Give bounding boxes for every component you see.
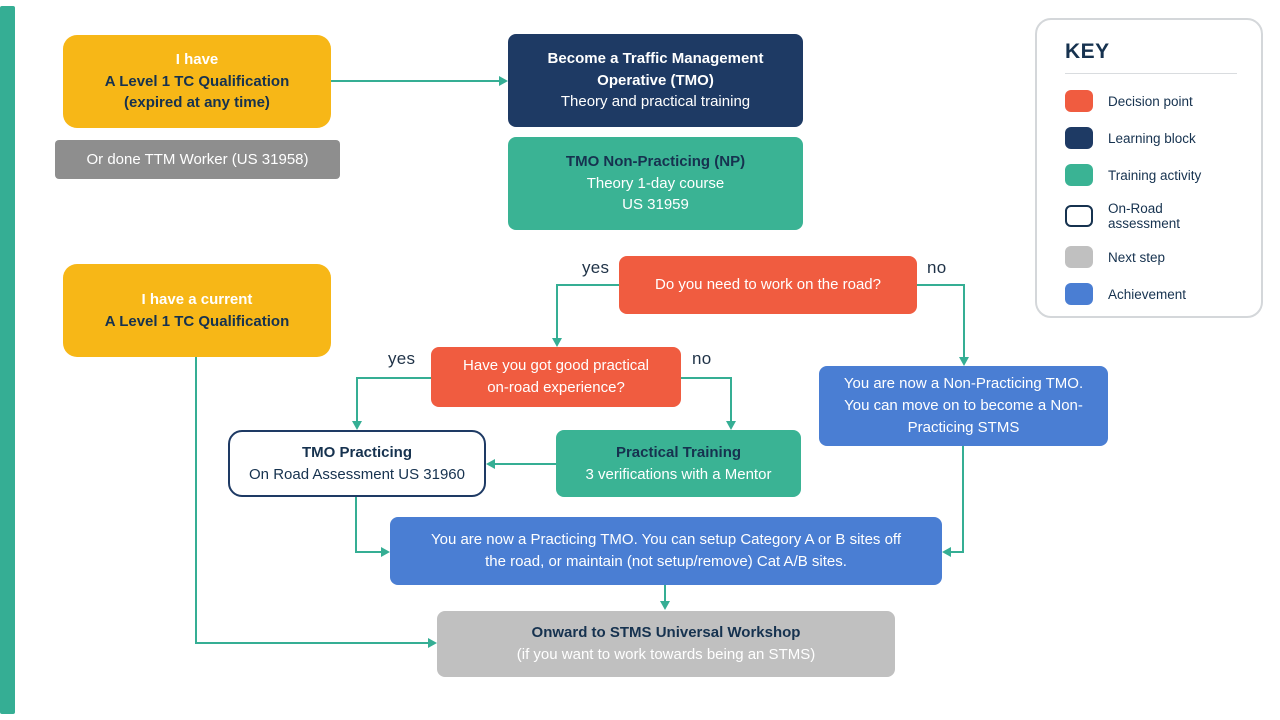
achievement-swatch-icon (1065, 283, 1093, 305)
left-accent-bar (0, 6, 15, 714)
node-achievement-non-practicing-tmo: You are now a Non-Practicing TMO. You ca… (819, 366, 1108, 446)
connector-np-down (962, 446, 964, 553)
node-text: I have a current (141, 290, 253, 308)
node-next-step-stms-workshop: Onward to STMS Universal Workshop (if yo… (437, 611, 895, 677)
connector-road-no-horizontal (917, 284, 965, 286)
node-title: TMO Non-Practicing (NP) (565, 152, 746, 170)
training-activity-swatch-icon (1065, 164, 1093, 186)
legend-item-label: Decision point (1108, 93, 1193, 109)
arrowhead-down-icon (959, 357, 969, 366)
node-text: on-road experience? (487, 379, 625, 396)
node-subtitle: Theory and practical training (560, 93, 751, 111)
connector-experience-no-vertical (730, 377, 732, 423)
legend-item-on-road-assessment: On-Road assessment (1065, 201, 1237, 231)
node-achievement-practicing-tmo: You are now a Practicing TMO. You can se… (390, 517, 942, 585)
node-text: the road, or maintain (not setup/remove)… (485, 553, 847, 570)
node-subtitle: On Road Assessment US 31960 (249, 465, 465, 483)
connector-np-left (951, 551, 963, 553)
connector-road-yes-vertical (556, 284, 558, 340)
node-title: Become a Traffic Management (547, 49, 764, 67)
connector-expired-to-become-tmo (331, 80, 499, 82)
connector-current-right (195, 642, 429, 644)
legend-item-label: Learning block (1108, 130, 1196, 146)
node-start-current-qualification: I have a current A Level 1 TC Qualificat… (63, 264, 331, 357)
connector-practicing-down (355, 497, 357, 553)
node-ttm-worker-alternative: Or done TTM Worker (US 31958) (55, 140, 340, 179)
node-text: Do you need to work on the road? (655, 276, 881, 294)
arrowhead-down-icon (352, 421, 362, 430)
node-subtitle: 3 verifications with a Mentor (585, 465, 772, 483)
node-title: TMO Practicing (301, 443, 413, 461)
legend-item-next-step: Next step (1065, 246, 1237, 268)
legend-item-label: On-Road assessment (1108, 201, 1181, 231)
legend-item-label: Next step (1108, 249, 1166, 265)
node-text: You can move on to become a Non- (844, 397, 1083, 415)
connector-current-down (195, 357, 197, 644)
connector-experience-yes-horizontal (356, 377, 431, 379)
node-start-expired-qualification: I have A Level 1 TC Qualification (expir… (63, 35, 331, 128)
arrowhead-down-icon (660, 601, 670, 610)
node-text: (expired at any time) (124, 94, 270, 112)
connector-road-no-vertical (963, 284, 965, 359)
node-subtitle: (if you want to work towards being an ST… (516, 646, 816, 663)
next-step-swatch-icon (1065, 246, 1093, 268)
legend-divider (1065, 73, 1237, 74)
node-text: You are now a Practicing TMO. You can se… (430, 531, 901, 549)
node-decision-practical-experience: Have you got good practical on-road expe… (431, 347, 681, 407)
node-text: Or done TTM Worker (US 31958) (86, 150, 309, 168)
arrowhead-right-icon (499, 76, 508, 86)
node-text: Practicing STMS (907, 418, 1020, 436)
connector-training-to-practicing (495, 463, 556, 465)
legend-title: KEY (1065, 40, 1110, 63)
branch-label-road-yes: yes (582, 258, 610, 277)
node-text: Theory 1-day course (586, 174, 725, 192)
legend-item-learning-block: Learning block (1065, 127, 1237, 149)
branch-label-experience-yes: yes (388, 349, 416, 368)
node-title: Practical Training (615, 443, 742, 461)
connector-practicing-to-workshop (664, 585, 666, 603)
legend-item-label: Achievement (1108, 286, 1187, 302)
branch-label-road-no: no (927, 258, 947, 277)
node-tmo-practicing-on-road-assessment: TMO Practicing On Road Assessment US 319… (228, 430, 486, 497)
on-road-assessment-swatch-icon (1065, 205, 1093, 227)
arrowhead-right-icon (381, 547, 390, 557)
arrowhead-down-icon (726, 421, 736, 430)
learning-block-swatch-icon (1065, 127, 1093, 149)
legend-item-achievement: Achievement (1065, 283, 1237, 305)
node-text: I have (175, 50, 219, 68)
node-title: Operative (TMO) (597, 71, 714, 89)
legend-item-label: Training activity (1108, 167, 1202, 183)
node-text: Have you got good practical (463, 357, 649, 375)
connector-road-yes-horizontal (556, 284, 619, 286)
connector-experience-no-horizontal (681, 377, 732, 379)
connector-practicing-right (355, 551, 382, 553)
node-title: Onward to STMS Universal Workshop (531, 624, 801, 642)
node-decision-work-on-road: Do you need to work on the road? (619, 256, 917, 314)
node-text: You are now a Non-Practicing TMO. (843, 375, 1084, 393)
arrowhead-right-icon (428, 638, 437, 648)
legend-key-panel: KEY Decision point Learning block Traini… (1035, 18, 1263, 318)
node-text: US 31959 (622, 196, 689, 214)
decision-point-swatch-icon (1065, 90, 1093, 112)
connector-experience-yes-vertical (356, 377, 358, 423)
node-tmo-non-practicing-training: TMO Non-Practicing (NP) Theory 1-day cou… (508, 137, 803, 230)
node-become-tmo-learning-block: Become a Traffic Management Operative (T… (508, 34, 803, 127)
arrowhead-down-icon (552, 338, 562, 347)
branch-label-experience-no: no (692, 349, 712, 368)
legend-item-decision-point: Decision point (1065, 90, 1237, 112)
node-text: A Level 1 TC Qualification (104, 72, 290, 90)
arrowhead-left-icon (942, 547, 951, 557)
node-practical-training: Practical Training 3 verifications with … (556, 430, 801, 497)
legend-item-training-activity: Training activity (1065, 164, 1237, 186)
arrowhead-left-icon (486, 459, 495, 469)
node-text: A Level 1 TC Qualification (104, 312, 290, 330)
